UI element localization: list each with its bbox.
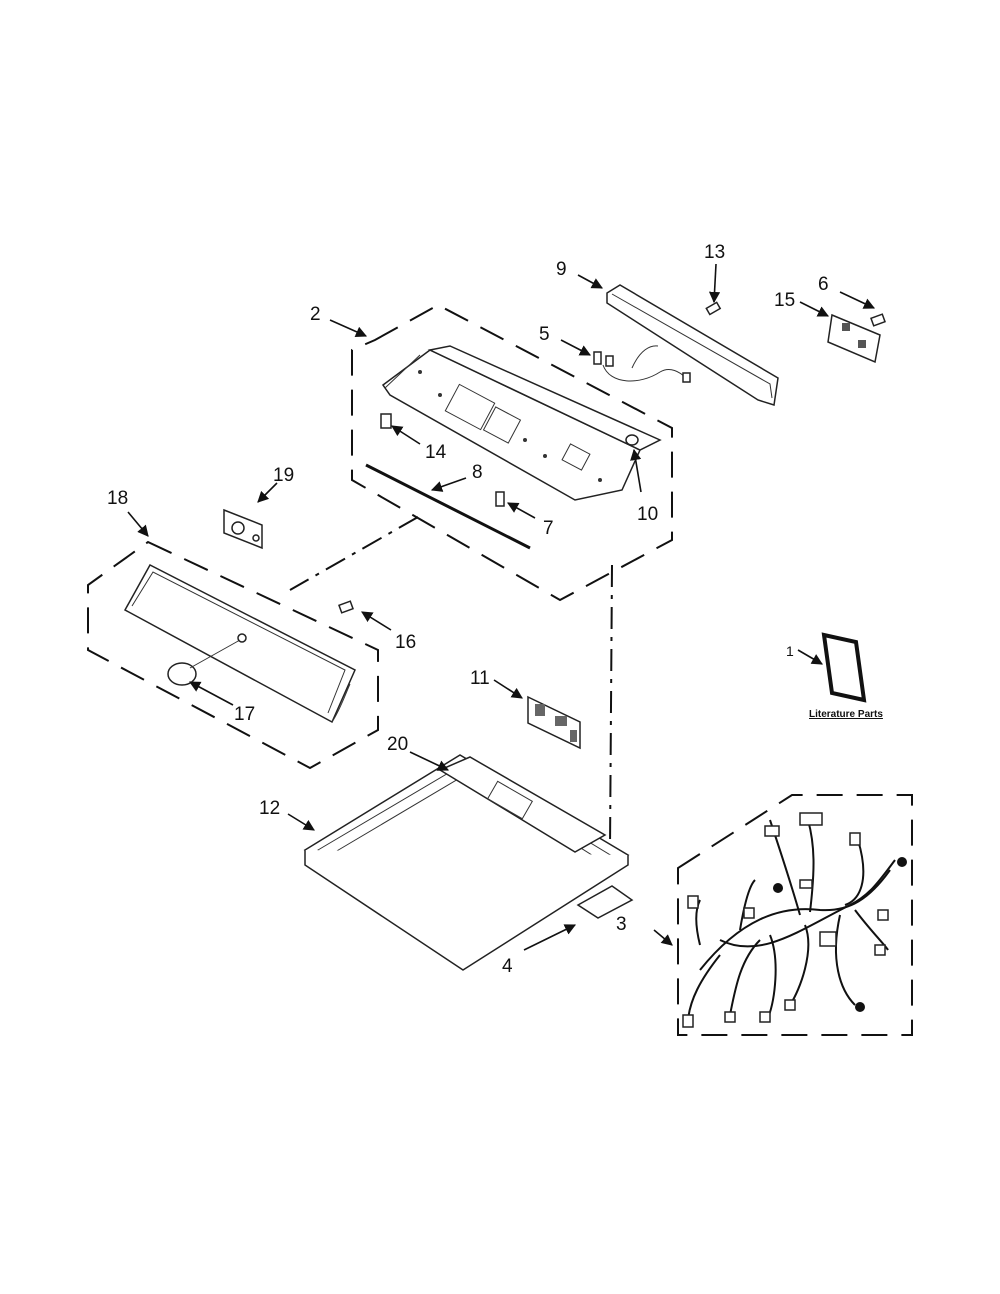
callout-16: 16 [395,632,416,653]
callout-6: 6 [818,274,829,295]
screw-part-16 [338,600,354,614]
console-part [381,345,662,501]
console-panel-group-boundary [87,540,379,770]
callout-9: 9 [556,259,567,280]
callout-10: 10 [637,504,658,525]
callout-1: 1 [786,643,794,659]
callout-11: 11 [470,668,490,689]
screw-part-10 [625,434,639,446]
callout-15: 15 [774,290,795,311]
clip-part-14 [380,413,392,429]
knob-part-17 [167,633,247,686]
callout-20: 20 [387,734,408,755]
wire-part-5 [593,345,691,383]
callout-4: 4 [502,956,513,977]
callout-pointers [127,263,876,951]
clip-part-7 [495,491,505,507]
screw-part-6 [870,313,886,327]
connector-line-console-to-top [609,564,613,849]
callout-12: 12 [259,798,280,819]
callout-18: 18 [107,488,128,509]
console-group-boundary [351,303,673,602]
literature-parts-label[interactable]: Literature Parts [809,709,883,720]
hinge-part-20 [438,756,607,853]
callout-14: 14 [425,442,447,463]
callout-8: 8 [472,462,483,483]
panel-part-18 [123,564,356,724]
switch-part-19 [223,508,263,550]
callout-2: 2 [310,304,321,325]
literature-part-1 [821,632,867,703]
screw-part-13 [705,301,722,316]
callout-5: 5 [539,324,550,345]
callout-3: 3 [616,914,627,935]
wire-harness-part-3 [682,812,907,1028]
light-pipe-part-8 [365,463,531,550]
trim-part-9 [606,284,779,406]
callout-7: 7 [543,518,554,539]
part-4 [576,885,634,919]
callout-13: 13 [704,242,725,263]
callout-17: 17 [234,704,255,725]
callout-19: 19 [273,465,294,486]
bracket-part-15 [827,313,881,364]
wire-harness-group-boundary [677,794,913,1036]
top-part-12 [303,754,630,971]
connector-line-console-to-panel [289,516,419,591]
board-part-11 [527,695,581,750]
